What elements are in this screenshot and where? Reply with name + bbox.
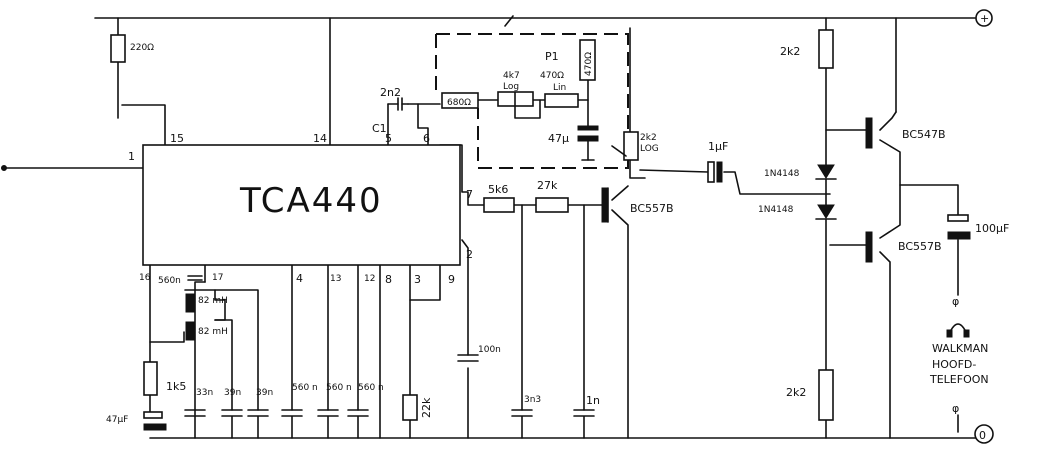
- capacitor-2n2-label: 2n2: [380, 86, 401, 99]
- capacitor-47u-label: 47μ: [548, 132, 569, 145]
- pin-12: 12: [364, 274, 375, 284]
- diode-1: [815, 164, 837, 206]
- resistor-680: [441, 92, 479, 109]
- pin-9: 9: [448, 273, 455, 286]
- capacitor-47uf: [143, 411, 167, 431]
- c1-label: C1: [372, 122, 387, 135]
- pot-4k7-type: Log: [503, 82, 519, 92]
- pin-1: 1: [128, 150, 135, 163]
- inductor-82mh-1: [185, 293, 195, 313]
- resistor-2k2-top: [818, 29, 834, 69]
- resistor-470: [579, 39, 596, 81]
- pin-16: 16: [139, 273, 151, 283]
- capacitor-560n-label: 560n: [158, 276, 181, 286]
- pot-470-label: 470Ω: [540, 71, 564, 81]
- capacitor-100n-label: 100n: [478, 345, 501, 355]
- pot-2k2-log: [623, 131, 639, 161]
- capacitor-2n2: [387, 97, 409, 111]
- transistor-bc557-2-label: BC557B: [898, 240, 942, 253]
- zero-label: 0: [979, 429, 986, 442]
- ic-body: [142, 144, 461, 266]
- capacitor-560n: [187, 275, 203, 281]
- capacitor-39n-b-label: 39n: [256, 388, 273, 398]
- pin-15: 15: [170, 132, 184, 145]
- output-phi-top: φ: [952, 295, 959, 308]
- pin-7: 7: [466, 188, 473, 201]
- pin-4: 4: [296, 272, 303, 285]
- output-label-1: WALKMAN: [932, 342, 988, 355]
- headphone-left-cup: [946, 329, 953, 338]
- zero-terminal: [974, 424, 994, 444]
- pin-5: 5: [385, 132, 392, 145]
- transistor-bc557-2: [865, 231, 873, 263]
- capacitor-560-b-label: 560 n: [326, 383, 352, 393]
- inductor-82mh-2-label: 82 mH: [198, 327, 228, 337]
- pot-2k2-wiper: [611, 145, 627, 157]
- resistor-27k-label: 27k: [537, 179, 558, 192]
- transistor-bc547-label: BC547B: [902, 128, 946, 141]
- resistor-220: [110, 34, 126, 63]
- transistor-bc547: [865, 117, 873, 149]
- wires: [1, 17, 976, 439]
- pot-470: [544, 93, 579, 108]
- p1-label: P1: [545, 50, 559, 63]
- enclosure-marker: [504, 15, 514, 27]
- resistor-2k2-top-label: 2k2: [780, 45, 800, 58]
- capacitor-1n-label: 1n: [586, 394, 600, 407]
- resistor-5k6: [483, 197, 515, 213]
- resistor-470-label: 470Ω: [584, 52, 594, 76]
- input-terminal: [1, 165, 7, 171]
- headphone-right-cup: [963, 329, 970, 338]
- pin-3: 3: [414, 273, 421, 286]
- plus-label: +: [980, 12, 989, 25]
- resistor-1k5: [143, 361, 158, 396]
- resistor-5k6-label: 5k6: [488, 183, 508, 196]
- pot-2k2-label: 2k2: [640, 133, 657, 143]
- resistor-27k: [535, 197, 569, 213]
- output-phi-bottom: φ: [952, 402, 959, 415]
- resistor-1k5-label: 1k5: [166, 380, 186, 393]
- capacitor-100uf-label: 100μF: [975, 222, 1009, 235]
- pin-2: 2: [466, 248, 473, 261]
- pin-6: 6: [423, 132, 430, 145]
- pin-17: 17: [212, 273, 223, 283]
- output-label-2: HOOFD-: [932, 358, 976, 371]
- capacitor-560-a-label: 560 n: [292, 383, 318, 393]
- ic-name: TCA440: [239, 181, 383, 221]
- diode-2-label: 1N4148: [758, 205, 794, 215]
- capacitor-33n-label: 33n: [196, 388, 213, 398]
- capacitor-1uf-label: 1μF: [708, 140, 728, 153]
- capacitor-39n-a-label: 39n: [224, 388, 241, 398]
- pot-4k7-wiper: [514, 91, 541, 119]
- output-label-3: TELEFOON: [929, 373, 989, 386]
- capacitor-3n3-label: 3n3: [524, 395, 541, 405]
- pin-8: 8: [385, 273, 392, 286]
- pot-470-type: Lin: [553, 83, 566, 93]
- plus-terminal: [975, 9, 993, 27]
- capacitor-1uf: [707, 161, 723, 183]
- capacitor-100uf: [947, 214, 971, 240]
- capacitor-560-c-label: 560 n: [358, 383, 384, 393]
- inductor-82mh-2: [185, 321, 195, 341]
- transistor-bc557-1: [601, 187, 609, 223]
- capacitor-row: [184, 354, 595, 439]
- inductor-82mh-1-label: 82 mH: [198, 296, 228, 306]
- resistor-220-label: 220Ω: [130, 43, 154, 53]
- resistor-22k: [402, 394, 418, 421]
- resistor-2k2-bottom: [818, 369, 834, 421]
- resistor-680-label: 680Ω: [447, 98, 471, 108]
- pot-4k7-label: 4k7: [503, 71, 520, 81]
- pin-13: 13: [330, 274, 341, 284]
- diode-1-label: 1N4148: [764, 169, 800, 179]
- pot-2k2-type: LOG: [640, 144, 659, 154]
- capacitor-47u: [577, 125, 599, 161]
- resistor-22k-label: 22k: [420, 397, 433, 418]
- diode-2: [815, 204, 837, 220]
- transistor-bc557-1-label: BC557B: [630, 202, 674, 215]
- resistor-2k2-bottom-label: 2k2: [786, 386, 806, 399]
- pin-14: 14: [313, 132, 327, 145]
- pot-enclosure: [435, 33, 629, 169]
- capacitor-47uf-label: 47μF: [106, 415, 128, 425]
